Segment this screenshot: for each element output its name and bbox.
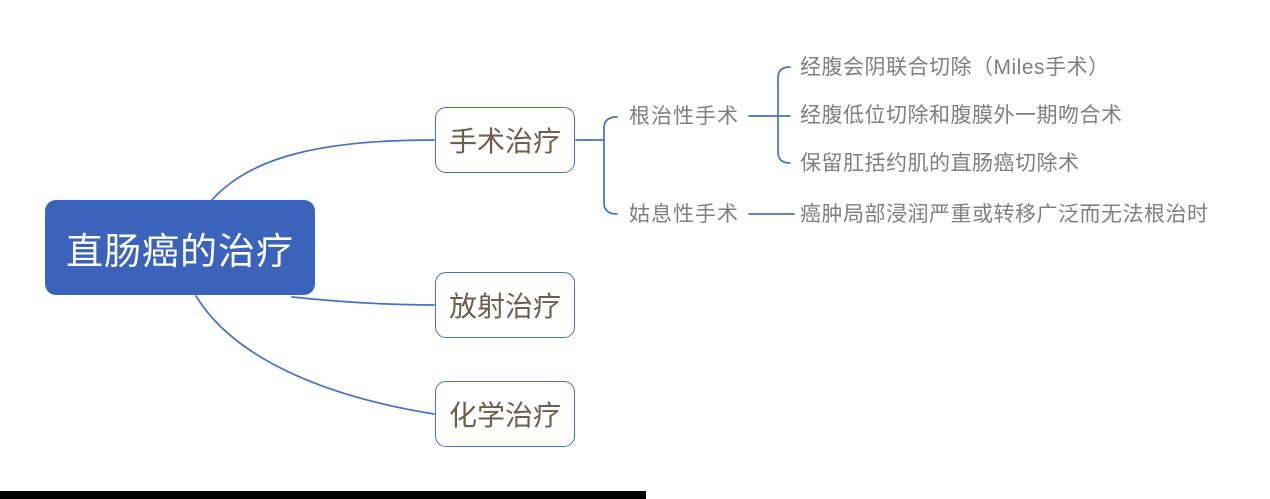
connector-root-to-surgery <box>210 139 435 202</box>
branch-node-chemo: 化学治疗 <box>435 381 575 447</box>
connector-surgery-bracket <box>603 116 618 215</box>
leaf-low-anterior-resection: 经腹低位切除和腹膜外一期吻合术 <box>800 104 1123 127</box>
connector-root-to-radiation <box>291 296 435 306</box>
black-footer-bar <box>0 491 646 499</box>
leaf-miles-resection: 经腹会阴联合切除（Miles手术） <box>800 56 1110 79</box>
connector-radical-bracket <box>777 66 791 164</box>
branch-node-radiation: 放射治疗 <box>435 272 575 338</box>
connector-root-to-chemo <box>195 295 435 415</box>
root-node: 直肠癌的治疗 <box>45 200 315 295</box>
leaf-palliative-indication: 癌肿局部浸润严重或转移广泛而无法根治时 <box>800 203 1209 226</box>
subnode-radical-surgery: 根治性手术 <box>629 105 739 128</box>
leaf-sphincter-preserving-resection: 保留肛括约肌的直肠癌切除术 <box>800 152 1080 175</box>
branch-node-surgery: 手术治疗 <box>435 107 575 173</box>
subnode-palliative-surgery: 姑息性手术 <box>629 203 739 226</box>
